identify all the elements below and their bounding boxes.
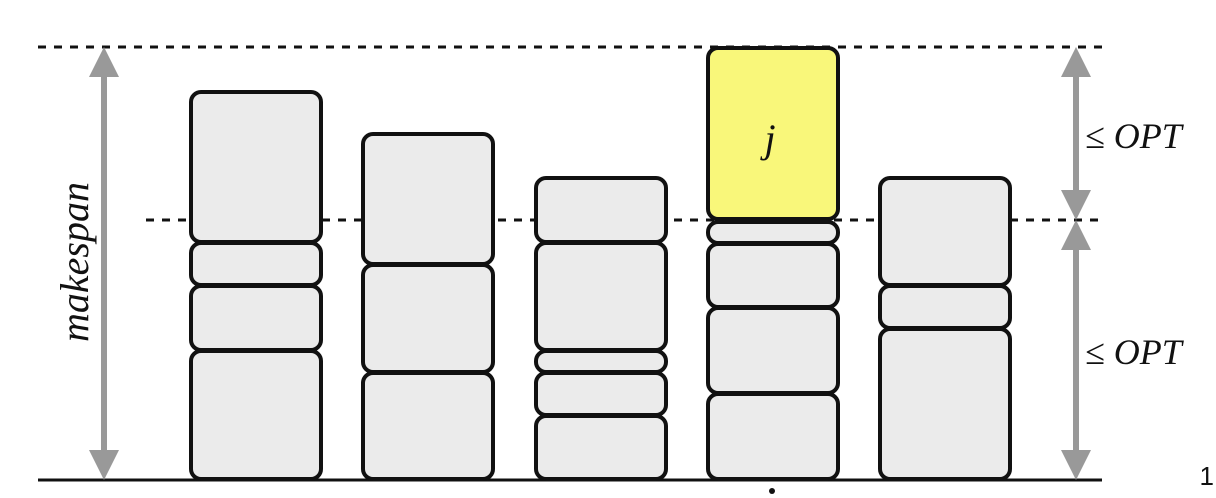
- machine-3-stack: [534, 176, 668, 481]
- job-block: [534, 241, 668, 352]
- job-block: [189, 349, 323, 481]
- job-j-label: j: [759, 116, 775, 161]
- machine-5-stack: [878, 176, 1012, 481]
- job-block: [706, 220, 840, 245]
- job-j-block: [706, 46, 840, 221]
- job-block: [189, 90, 323, 244]
- machine-1-stack: [189, 90, 323, 481]
- machine-2-stack: [361, 132, 495, 481]
- job-block: [706, 306, 840, 395]
- job-block: [534, 371, 668, 417]
- job-block: [878, 176, 1012, 287]
- lower-bound-label: ≤ OPT: [1085, 332, 1185, 372]
- upper-bound-label: ≤ OPT: [1085, 116, 1185, 156]
- axis-dot: [769, 488, 775, 494]
- job-block: [878, 284, 1012, 330]
- job-block: [706, 392, 840, 481]
- makespan-label: makespan: [52, 182, 97, 342]
- job-block: [534, 176, 668, 244]
- job-block: [361, 263, 495, 374]
- job-block: [361, 371, 495, 481]
- job-block: [706, 242, 840, 309]
- job-block: [878, 327, 1012, 481]
- machine-4-stack: [706, 46, 840, 481]
- page-number: 1: [1199, 461, 1214, 491]
- job-block: [189, 284, 323, 352]
- job-block: [534, 414, 668, 481]
- job-block: [534, 349, 668, 374]
- job-block: [361, 132, 495, 266]
- job-block: [189, 241, 323, 287]
